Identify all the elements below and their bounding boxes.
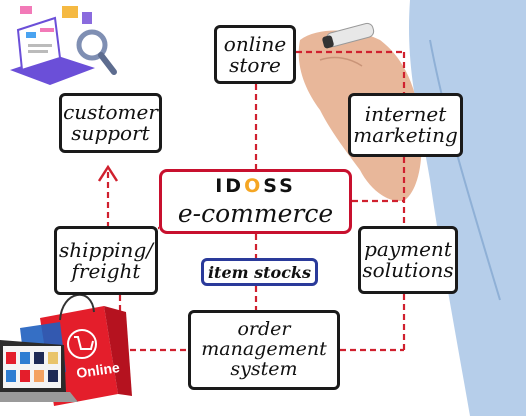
node-payment-solutions: payment solutions	[358, 226, 458, 294]
laptop-store-icon	[0, 340, 78, 402]
shirt-sleeve	[409, 0, 526, 416]
center-node-ecommerce: IDOSS e-commerce	[159, 169, 352, 234]
laptop-search-icon	[10, 6, 117, 85]
node-customer-support: customer support	[59, 93, 162, 153]
node-item-stocks: item stocks	[201, 258, 318, 286]
node-online-store: online store	[214, 25, 296, 84]
arrow-up-icon	[97, 164, 119, 182]
node-shipping-freight: shipping/ freight	[54, 226, 158, 295]
node-order-management-system: order management system	[188, 310, 340, 390]
brand-logo: IDOSS	[215, 175, 296, 197]
marker-pen	[322, 22, 375, 49]
center-title: e-commerce	[177, 199, 334, 228]
node-internet-marketing: internet marketing	[348, 93, 463, 157]
